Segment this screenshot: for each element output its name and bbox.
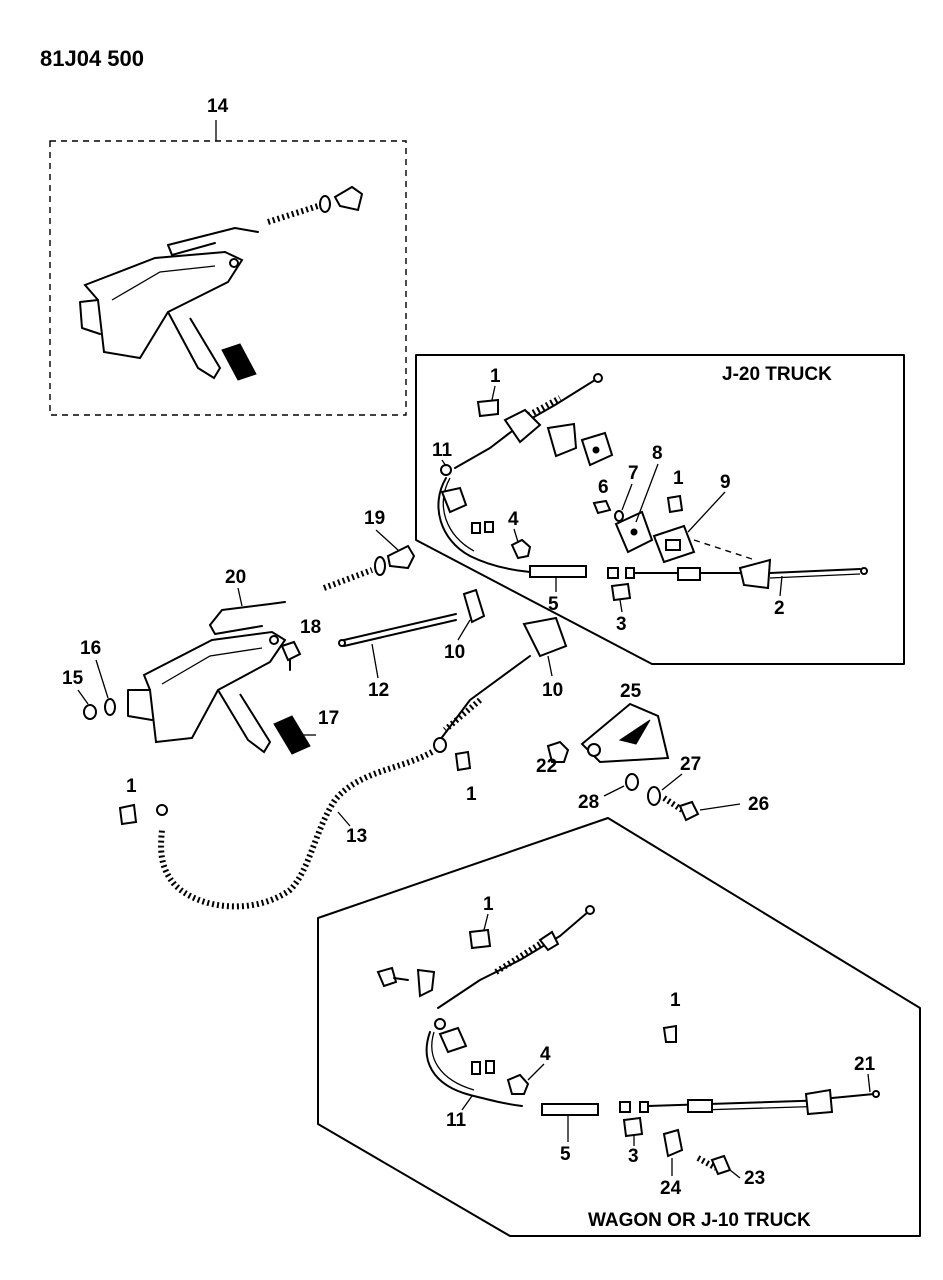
callout-14: 14 <box>207 96 229 117</box>
clip-1a <box>118 803 138 826</box>
rod-12 <box>343 613 457 641</box>
wagon-tube-5 <box>541 1103 599 1116</box>
wagon-callout-4: 4 <box>540 1044 551 1065</box>
wagon-callout-5: 5 <box>560 1144 571 1165</box>
j20-title: J-20 TRUCK <box>722 364 832 385</box>
wagon-clamp-24 <box>662 1128 684 1158</box>
wagon-callout-1b: 1 <box>670 990 681 1011</box>
pedal-bracket <box>83 250 244 360</box>
washer-28 <box>625 773 639 791</box>
wagon-j10-box: WAGON OR J-10 TRUCK 1 1 11 4 5 <box>317 817 921 1237</box>
callout-15: 15 <box>62 668 84 689</box>
wagon-clip-1b <box>662 1024 677 1043</box>
wagon-frame <box>317 817 921 1237</box>
j20-callout-1a: 1 <box>490 366 501 387</box>
wagon-clip-1a <box>468 928 492 950</box>
figure-id: 81J04 500 <box>40 46 144 71</box>
cable-13-wire <box>439 655 531 741</box>
j20-callout-8: 8 <box>652 443 663 464</box>
callout-26: 26 <box>748 794 769 815</box>
j20-bracket-a <box>503 408 542 444</box>
wagon-callout-24: 24 <box>660 1178 682 1199</box>
wagon-rear-cable-21 <box>647 1099 831 1107</box>
wagon-cable-11 <box>425 1031 523 1107</box>
j20-clip-1 <box>476 398 499 418</box>
callout-18: 18 <box>300 617 321 638</box>
j20-callout-2: 2 <box>774 598 785 619</box>
callout-28: 28 <box>578 792 599 813</box>
j20-callout-3: 3 <box>616 614 627 635</box>
washer-15 <box>83 704 97 720</box>
callout-25: 25 <box>620 681 642 702</box>
callout-10b: 10 <box>542 680 563 701</box>
callout-1a: 1 <box>126 776 137 797</box>
spring-19 <box>322 567 374 591</box>
bolt-26 <box>662 795 684 813</box>
j20-callout-4: 4 <box>508 509 519 530</box>
pedal-pad <box>221 343 257 381</box>
j20-frame <box>415 354 905 665</box>
callout-17: 17 <box>318 708 339 729</box>
j20-callout-9: 9 <box>720 472 731 493</box>
wagon-callout-1a: 1 <box>483 894 494 915</box>
j20-callout-11: 11 <box>432 440 453 461</box>
j20-clip-3 <box>610 582 632 602</box>
clip-10a <box>462 588 486 624</box>
wagon-title: WAGON OR J-10 TRUCK <box>588 1210 811 1231</box>
j20-truck-box: J-20 TRUCK <box>415 354 905 665</box>
release-handle <box>333 185 364 212</box>
callout-12: 12 <box>368 680 389 701</box>
pedal-arm <box>167 311 222 380</box>
pedal-bracket-main <box>142 630 287 744</box>
release-rod <box>167 227 259 246</box>
j20-callout-5: 5 <box>548 594 559 615</box>
wagon-nut-4 <box>506 1073 530 1095</box>
washer-27 <box>647 786 661 806</box>
clip-1b <box>454 750 472 772</box>
wagon-callout-3: 3 <box>628 1146 639 1167</box>
wagon-callout-21: 21 <box>854 1054 876 1075</box>
pedal-pad-17 <box>273 715 311 755</box>
release-handle-19 <box>386 544 416 570</box>
wagon-callout-23: 23 <box>744 1168 765 1189</box>
callout-20: 20 <box>225 567 246 588</box>
washer-16 <box>104 698 116 716</box>
j20-callout-6: 6 <box>598 477 609 498</box>
wagon-bolt-23 <box>696 1155 718 1171</box>
j20-bolt-6 <box>592 499 612 515</box>
wagon-bolt <box>376 966 398 988</box>
cable-13-housing <box>158 749 434 910</box>
bracket-25 <box>580 702 670 764</box>
assembly-14-box: 14 <box>49 96 407 416</box>
j20-nut-4 <box>510 538 532 560</box>
wagon-clip-3 <box>622 1116 644 1138</box>
j20-bracket-rear <box>738 558 772 590</box>
callout-13: 13 <box>346 826 367 847</box>
wagon-clamp <box>416 968 436 998</box>
j20-tube-5 <box>529 565 587 578</box>
plate-10b <box>522 616 568 658</box>
callout-16: 16 <box>80 638 101 659</box>
release-rod-20 <box>209 601 286 626</box>
j20-callout-1b: 1 <box>673 468 684 489</box>
j20-cable-11 <box>437 477 531 573</box>
pedal-arm-main <box>217 689 272 754</box>
wagon-callout-11: 11 <box>446 1110 467 1131</box>
nut-22 <box>546 740 570 763</box>
dashed-frame <box>49 140 407 416</box>
spring <box>267 203 319 225</box>
bumper-18 <box>280 640 302 662</box>
callout-27: 27 <box>680 754 701 775</box>
main-assembly: 19 20 17 18 16 15 12 <box>62 508 769 910</box>
j20-rear-cable-2 <box>769 568 861 574</box>
callout-10a: 10 <box>444 642 465 663</box>
j20-callout-7: 7 <box>628 463 639 484</box>
callout-22: 22 <box>536 756 557 777</box>
callout-1b: 1 <box>466 784 477 805</box>
callout-19: 19 <box>364 508 385 529</box>
